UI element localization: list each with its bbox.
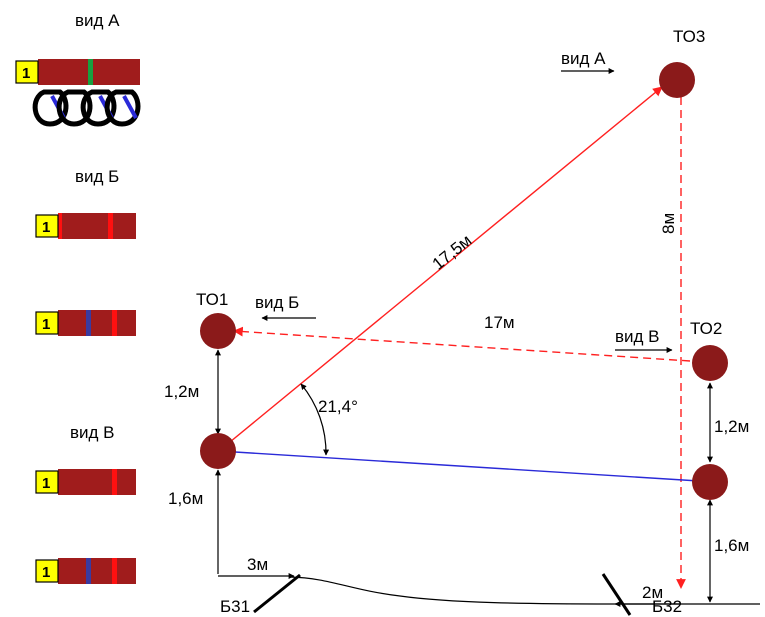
node-to3-label: ТО3 [673,27,705,46]
node-to1-label: ТО1 [196,290,228,309]
cable-view-v-2: 1 [35,558,136,584]
line-horizontal-dashed [233,326,691,362]
base-b32-label: Б32 [652,597,682,616]
node-to3 [659,62,695,98]
dim-left-upper-label: 1,2м [164,382,199,401]
cable-view-b-2: 1 [35,310,136,336]
diagram-view-a-label: вид А [561,49,606,68]
dim-left-lower-label: 1,6м [168,489,203,508]
angle-arc [300,383,330,456]
angle-label: 21,4° [318,397,358,416]
base-b31-pole [253,573,301,614]
cable-view-b-1: 1 [35,213,136,239]
badge-view-b-1: 1 [42,219,50,236]
base-b31-label: Б31 [220,597,250,616]
line-blue [218,450,700,482]
dim-right-lower-label: 1,6м [714,536,749,555]
cable-view-v-1: 1 [35,469,136,495]
node-to2-label: ТО2 [690,319,722,338]
hyp-label: 17,5м [429,231,476,274]
dim-right-upper-label: 1,2м [714,417,749,436]
cable-loops [32,89,141,127]
badge-view-a: 1 [22,65,30,82]
dim-left-offset-label: 3м [247,555,268,574]
badge-view-v-2: 1 [42,564,50,581]
cable-view-a: 1 [15,59,141,127]
ground-line [289,576,760,605]
horiz-label: 17м [484,313,515,332]
badge-view-v-1: 1 [42,475,50,492]
line-hypotenuse [218,86,663,452]
node-to1-lower [200,433,236,469]
diagram-view-b-label: вид Б [255,293,299,312]
node-to2-lower [692,464,728,500]
dim-right-offset-label: 2м [642,583,663,602]
view-a-label: вид А [75,11,120,30]
view-v-label: вид В [70,423,115,442]
badge-view-b-2: 1 [42,316,50,333]
vert-label: 8м [659,213,678,234]
node-to2 [692,345,728,381]
diagram-view-v-label: вид В [615,327,660,346]
node-to1 [200,313,236,349]
base-b32-pole [601,573,632,616]
view-b-label: вид Б [75,167,119,186]
